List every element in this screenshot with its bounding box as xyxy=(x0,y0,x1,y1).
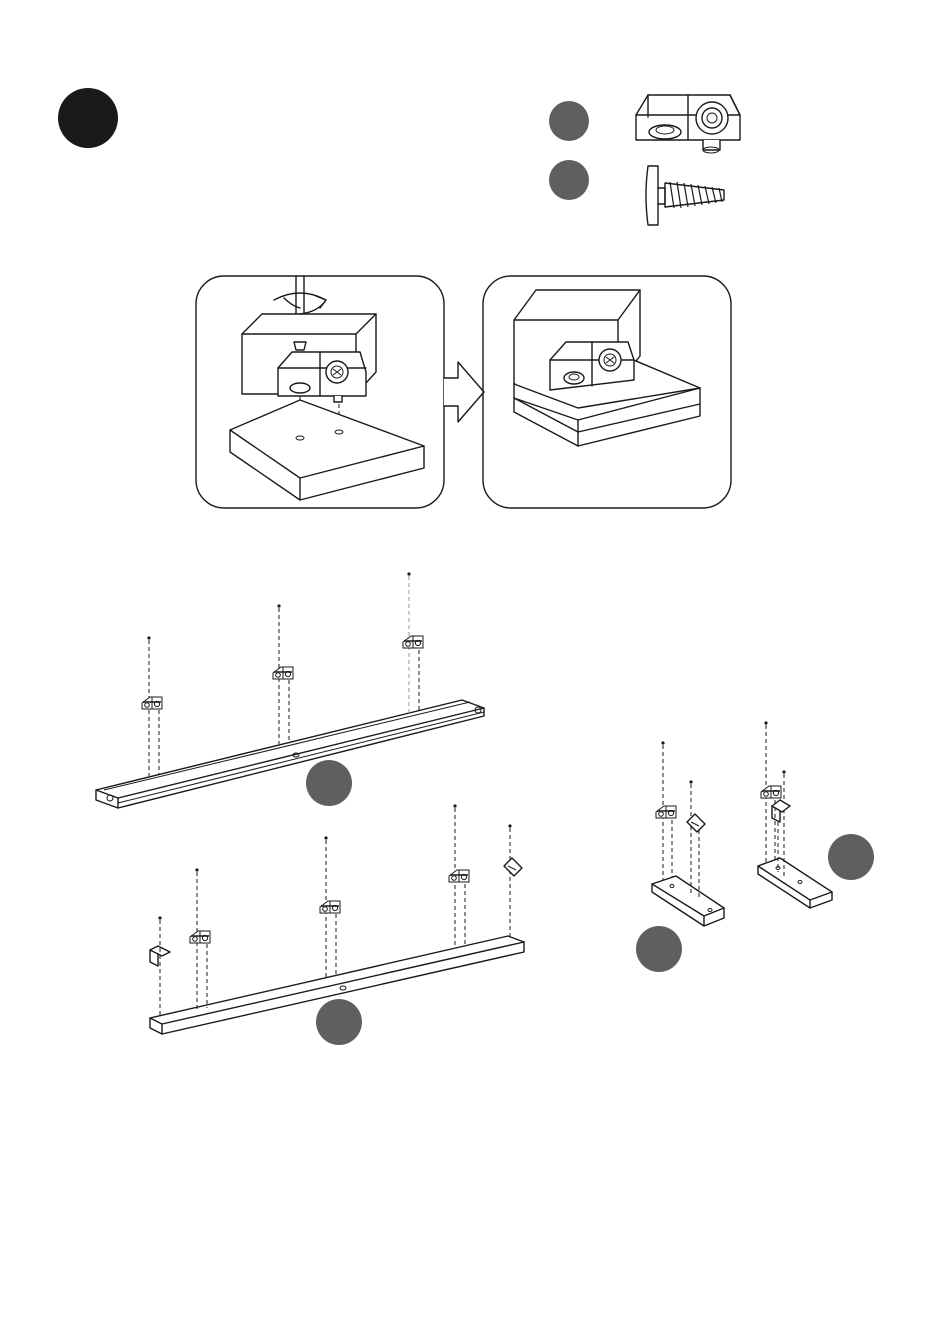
board-short-left xyxy=(652,741,724,926)
screw-icon xyxy=(646,166,724,225)
step-number-badge xyxy=(58,88,118,148)
detail-panel-after xyxy=(483,276,731,508)
next-arrow-icon xyxy=(444,362,484,422)
cam-lock-fitting-icon xyxy=(636,95,740,153)
detail-panel-before xyxy=(196,276,444,508)
board-badge-top-long xyxy=(306,760,352,806)
board-badge-bottom-long xyxy=(316,999,362,1045)
board-top-long xyxy=(96,572,484,808)
part-badge-b xyxy=(549,160,589,200)
board-badge-short-right xyxy=(828,834,874,880)
board-short-right xyxy=(758,721,832,908)
board-badge-short-left xyxy=(636,926,682,972)
part-badge-a xyxy=(549,101,589,141)
